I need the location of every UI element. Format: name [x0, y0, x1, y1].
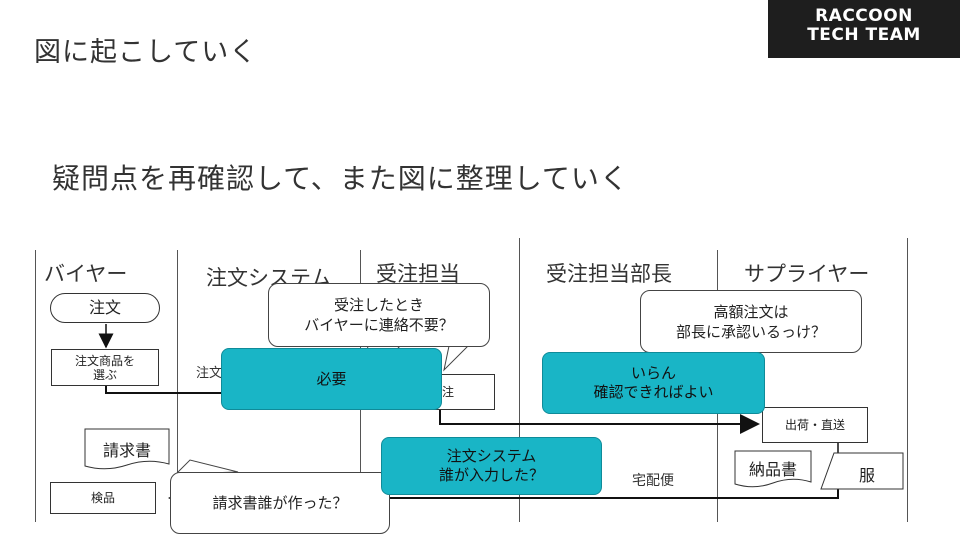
buyer-contact-question-line-1: 受注したとき: [333, 296, 424, 314]
system-input-question-box: 注文システム 誰が入力した？: [381, 437, 602, 495]
invoice-label: 請求書: [102, 441, 151, 460]
clothes-shape: [820, 452, 904, 490]
system-input-question-line-2: 誰が入力した？: [438, 466, 544, 484]
ship-direct-label: 出荷・直送: [784, 418, 845, 432]
delivery-note-document: [734, 450, 812, 488]
raccoon-tech-team-logo: RACCOON TECH TEAM: [768, 0, 960, 58]
select-items-line-2: 選ぶ: [92, 367, 117, 382]
order-received-partial-label: 注: [442, 385, 455, 399]
not-needed-answer-line-1: いらん: [630, 364, 676, 382]
slide-title: 図に起こしていく: [34, 37, 258, 68]
courier-label: 宅配便: [632, 473, 674, 489]
lane-header-order-staff: 受注担当: [376, 262, 460, 286]
ship-direct-step: 出荷・直送: [762, 407, 868, 443]
required-answer-text: 必要: [316, 369, 347, 388]
inspection-label: 検品: [90, 491, 115, 505]
select-items-line-1: 注文商品を: [74, 353, 135, 368]
not-needed-answer-box: いらん 確認できればよい: [542, 352, 765, 414]
order-system-partial-label: 注文: [196, 366, 223, 381]
lane-divider: [519, 238, 520, 522]
lane-header-buyer: バイヤー: [44, 262, 128, 286]
order-start-label: 注文: [88, 298, 121, 317]
system-input-question-line-1: 注文システム: [446, 447, 537, 465]
invoice-author-question-text: 請求書誰が作った？: [212, 494, 348, 512]
approval-question-line-1: 高額注文は: [713, 302, 789, 321]
logo-line-2: TECH TEAM: [807, 25, 921, 45]
approval-question-callout: 高額注文は 部長に承認いるっけ？: [640, 290, 862, 353]
clothes-label: 服: [858, 466, 875, 485]
slide-subtitle: 疑問点を再確認して、また図に整理していく: [52, 162, 629, 195]
required-answer-box: 必要: [221, 348, 442, 410]
invoice-document: [84, 428, 170, 470]
select-items-step: 注文商品を 選ぶ: [51, 349, 159, 386]
lane-divider: [907, 238, 908, 522]
lane-header-order-manager: 受注担当部長: [546, 262, 672, 286]
buyer-contact-question-line-2: バイヤーに連絡不要？: [304, 316, 454, 334]
lane-header-supplier: サプライヤー: [744, 262, 870, 286]
lane-divider: [35, 250, 36, 522]
delivery-note-label: 納品書: [748, 460, 797, 479]
lane-divider: [177, 250, 178, 522]
approval-question-line-2: 部長に承認いるっけ？: [675, 322, 826, 341]
logo-line-1: RACCOON: [815, 6, 913, 26]
buyer-contact-question-callout: 受注したとき バイヤーに連絡不要？: [268, 283, 490, 347]
not-needed-answer-line-2: 確認できればよい: [593, 383, 714, 401]
invoice-author-question-callout: 請求書誰が作った？: [170, 472, 390, 534]
inspection-step: 検品: [50, 482, 156, 514]
order-start-node: 注文: [50, 293, 160, 323]
